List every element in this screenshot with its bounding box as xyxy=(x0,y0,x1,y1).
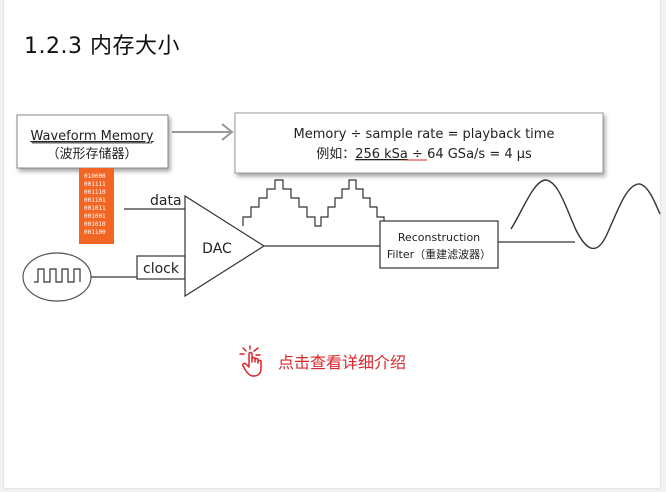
formula-line-2: 例如：256 kSa ÷ 64 GSa/s = 4 μs xyxy=(316,146,532,162)
clock-box: clock xyxy=(136,255,186,280)
waveform-memory-subtitle: （波形存储器） xyxy=(46,147,137,162)
sine-output-waveform xyxy=(510,179,661,250)
arrow-to-formula xyxy=(172,123,234,141)
formula-box: Memory ÷ sample rate = playback time 例如：… xyxy=(234,112,604,174)
section-heading: 1.2.3 内存大小 xyxy=(24,34,180,59)
formula-line-1: Memory ÷ sample rate = playback time xyxy=(294,127,555,142)
filter-label-1: Reconstruction xyxy=(398,231,480,244)
memory-bit: 001001 xyxy=(84,213,106,220)
clock-label: clock xyxy=(143,261,180,277)
dac-label: DAC xyxy=(202,241,232,257)
filter-label-2: Filter（重建滤波器） xyxy=(387,247,491,261)
memory-bit: 010000 xyxy=(84,173,106,180)
stepped-waveform xyxy=(242,179,385,227)
memory-bit: 001110 xyxy=(84,189,106,196)
formula-rest: ÷ 64 GSa/s = 4 μs xyxy=(408,147,532,162)
view-details-link[interactable]: 点击查看详细介绍 xyxy=(238,344,406,378)
memory-chip: 010000 001111 001110 001101 001011 00100… xyxy=(79,168,114,244)
formula-prefix: 例如： xyxy=(316,146,355,162)
memory-bit: 001111 xyxy=(84,181,106,188)
waveform-memory-box: Waveform Memory （波形存储器） xyxy=(16,114,169,169)
hand-pointer-icon xyxy=(239,345,262,377)
reconstruction-filter-box: Reconstruction Filter（重建滤波器） xyxy=(379,220,499,269)
content-card: 1.2.3 内存大小 xyxy=(3,0,661,489)
waveform-memory-title: Waveform Memory xyxy=(31,129,154,144)
memory-bit: 001010 xyxy=(84,221,106,228)
memory-bit: 001011 xyxy=(84,205,106,212)
formula-memory-value: 256 kSa xyxy=(355,147,408,162)
data-line: data xyxy=(124,193,190,210)
memory-bit: 001101 xyxy=(84,197,106,204)
memory-bit: 001100 xyxy=(84,229,106,236)
clock-pulse-icon xyxy=(22,252,92,302)
dac-triangle: DAC xyxy=(184,194,266,298)
view-details-text[interactable]: 点击查看详细介绍 xyxy=(278,353,407,372)
data-label: data xyxy=(150,193,182,209)
